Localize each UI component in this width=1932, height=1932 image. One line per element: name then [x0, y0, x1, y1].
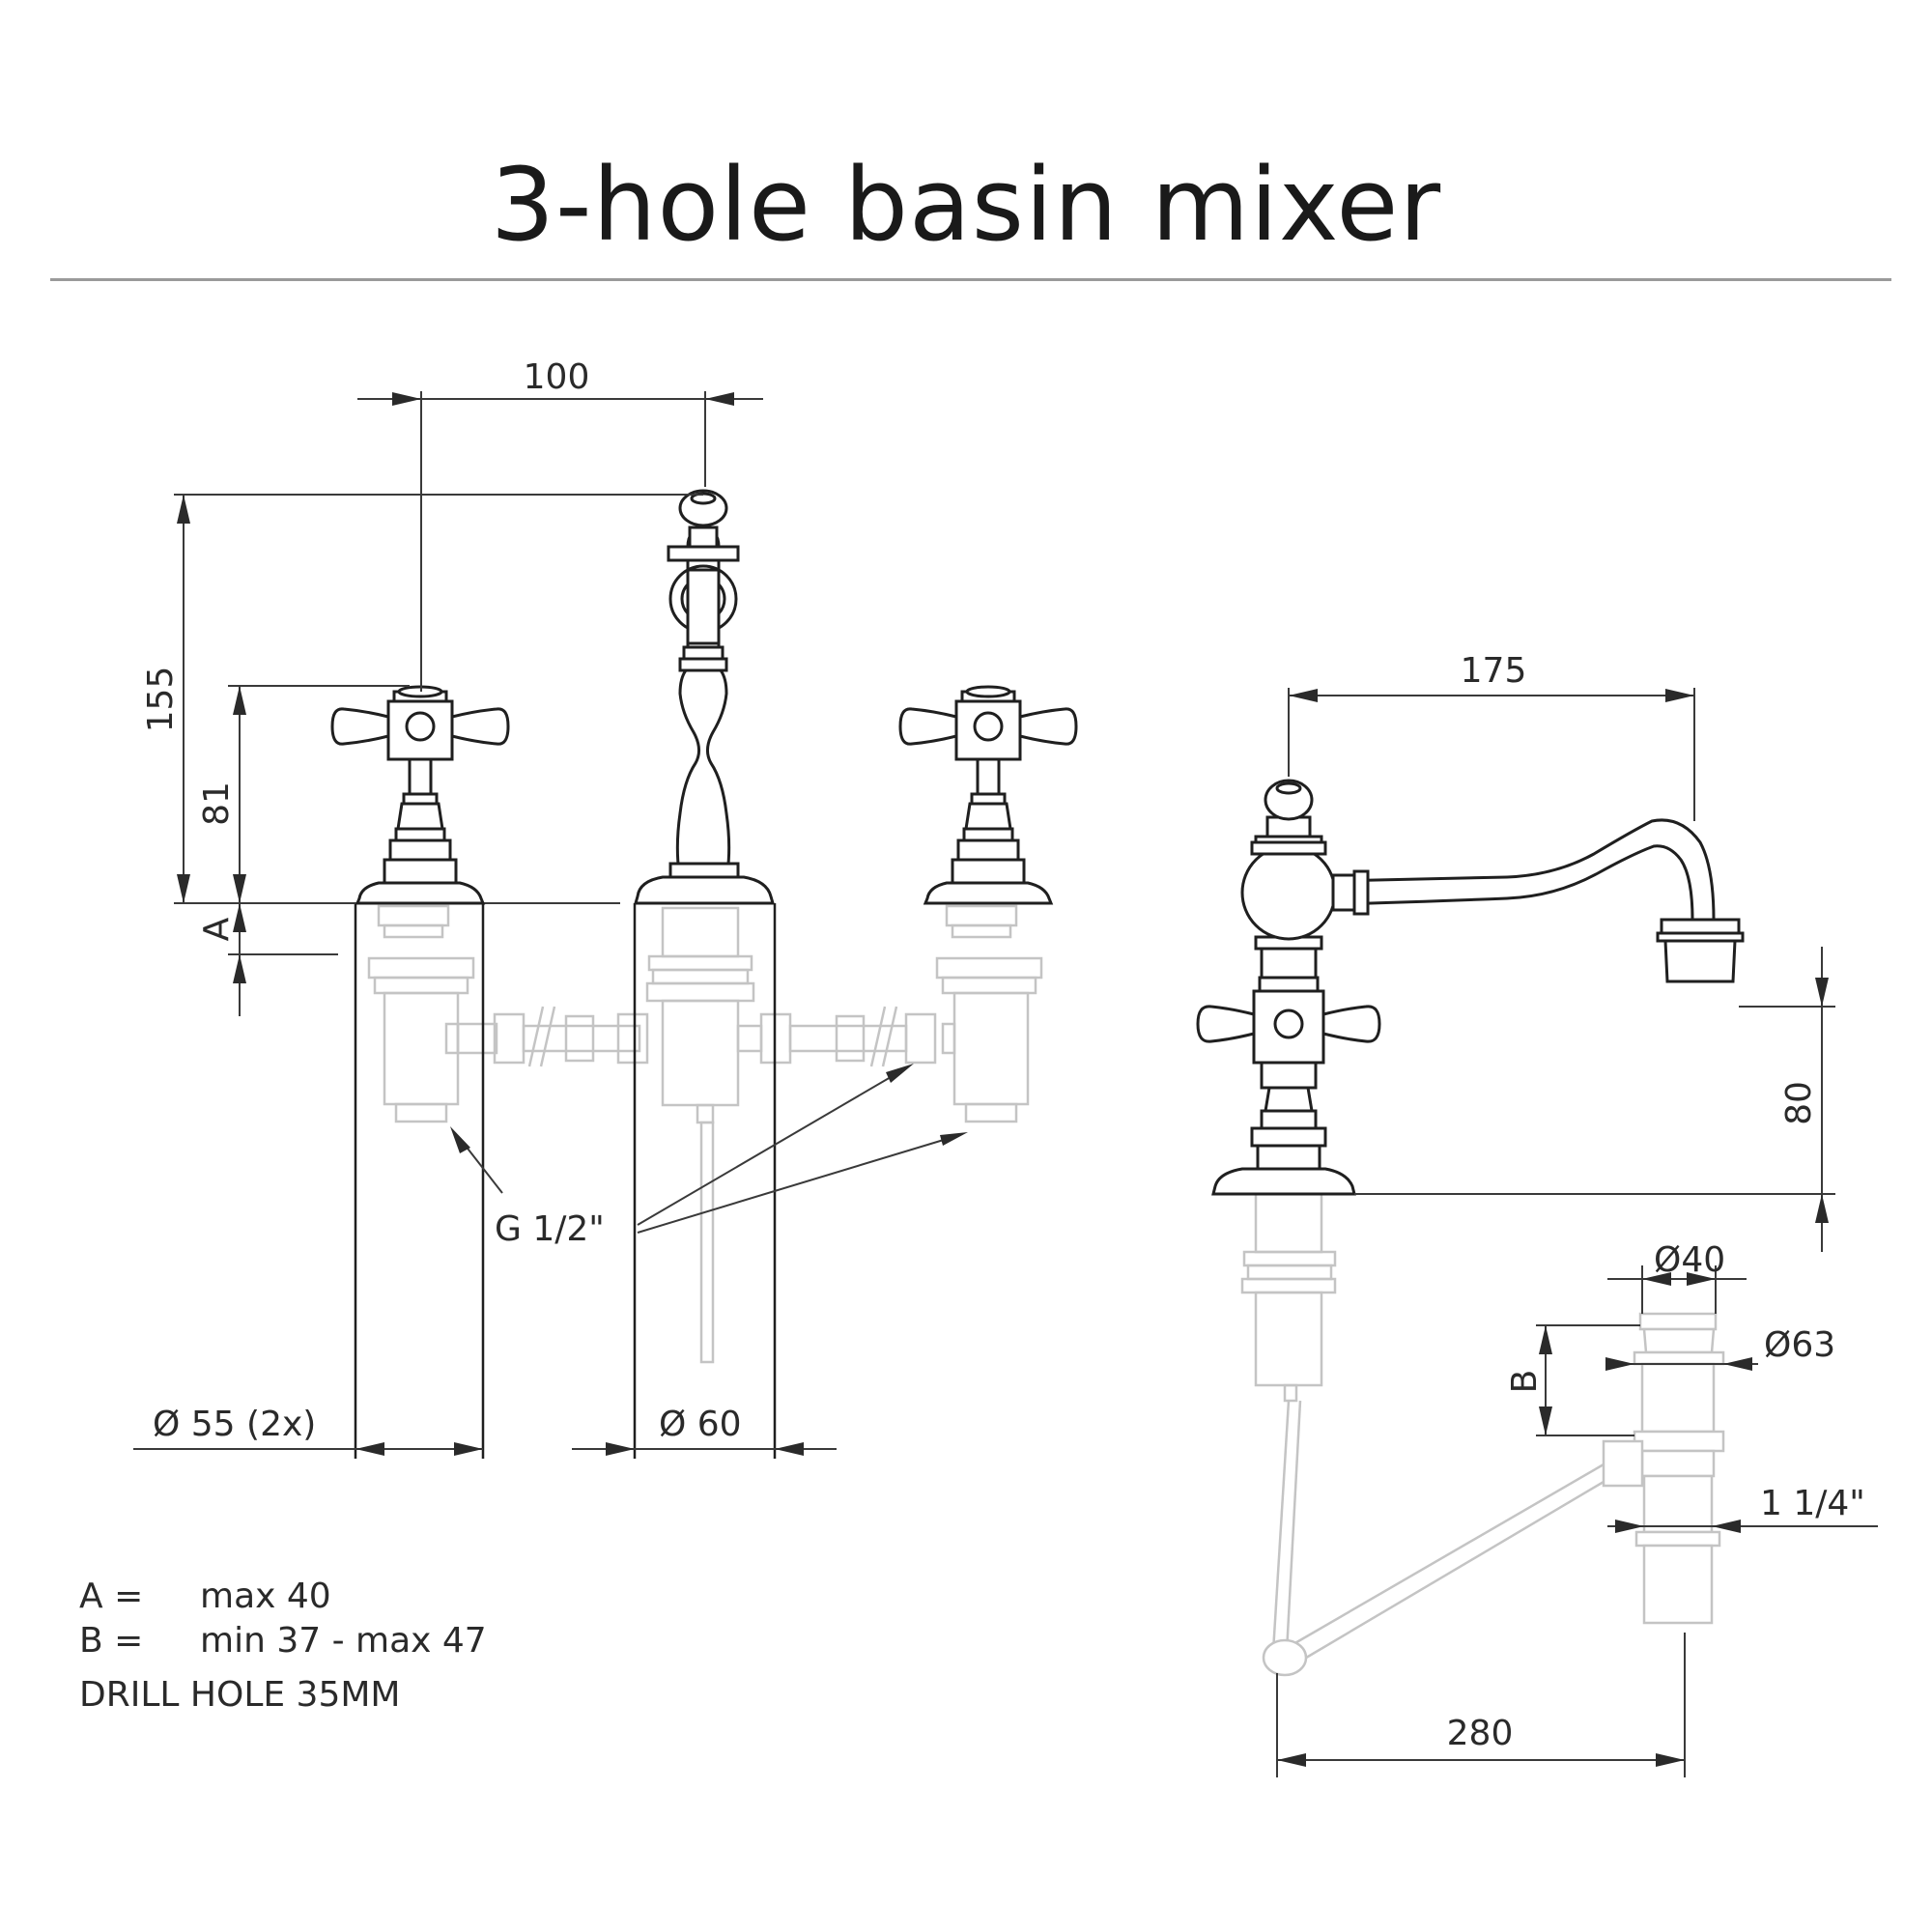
drill-hole-note: DRILL HOLE 35MM: [79, 1675, 401, 1715]
dim-rod-length: 280: [1447, 1714, 1514, 1753]
dim-handle-height: 81: [197, 781, 237, 826]
side-view-dimensions: [1276, 688, 1878, 1777]
dim-handle-base-diameter: Ø 55 (2x): [153, 1405, 316, 1444]
dim-spout-base-diameter: Ø 60: [659, 1405, 742, 1444]
right-cross-handle-tap: [898, 685, 1078, 905]
dim-thread-label: G 1/2": [495, 1209, 605, 1249]
side-view-visible-parts: [1196, 779, 1745, 1196]
page-title: 3-hole basin mixer: [490, 146, 1442, 264]
front-view-dimensions: [133, 391, 968, 1456]
note-b: B = min 37 - max 47: [79, 1621, 487, 1661]
dim-label-a: A: [197, 917, 237, 941]
centre-spout-body: [634, 489, 775, 905]
dim-label-b: B: [1505, 1370, 1545, 1394]
dim-waste-top-diameter: Ø40: [1654, 1240, 1725, 1280]
dim-total-height: 155: [141, 667, 181, 733]
note-a-key: A =: [79, 1577, 144, 1616]
dim-waste-flange-diameter: Ø63: [1764, 1325, 1835, 1365]
note-a: A = max 40: [79, 1577, 331, 1616]
side-view-hidden-parts: [1240, 1192, 1725, 1677]
front-view-hidden-parts: [367, 904, 1043, 1364]
note-b-key: B =: [79, 1621, 144, 1661]
title-divider: [50, 278, 1891, 281]
note-b-value: min 37 - max 47: [200, 1621, 487, 1661]
dim-spout-projection: 175: [1461, 651, 1527, 691]
note-a-value: max 40: [200, 1577, 331, 1616]
dim-waste-thread: 1 1/4": [1760, 1484, 1865, 1523]
dim-handle-spacing: 100: [524, 357, 590, 397]
dimension-labels: 100 155 81 A Ø 55 (2x) Ø 60 G 1/2" 175 8…: [141, 357, 1865, 1753]
left-cross-handle-tap: [330, 685, 510, 905]
dim-spout-clearance: 80: [1779, 1081, 1819, 1125]
front-view-shank-outlines: [333, 902, 777, 1459]
